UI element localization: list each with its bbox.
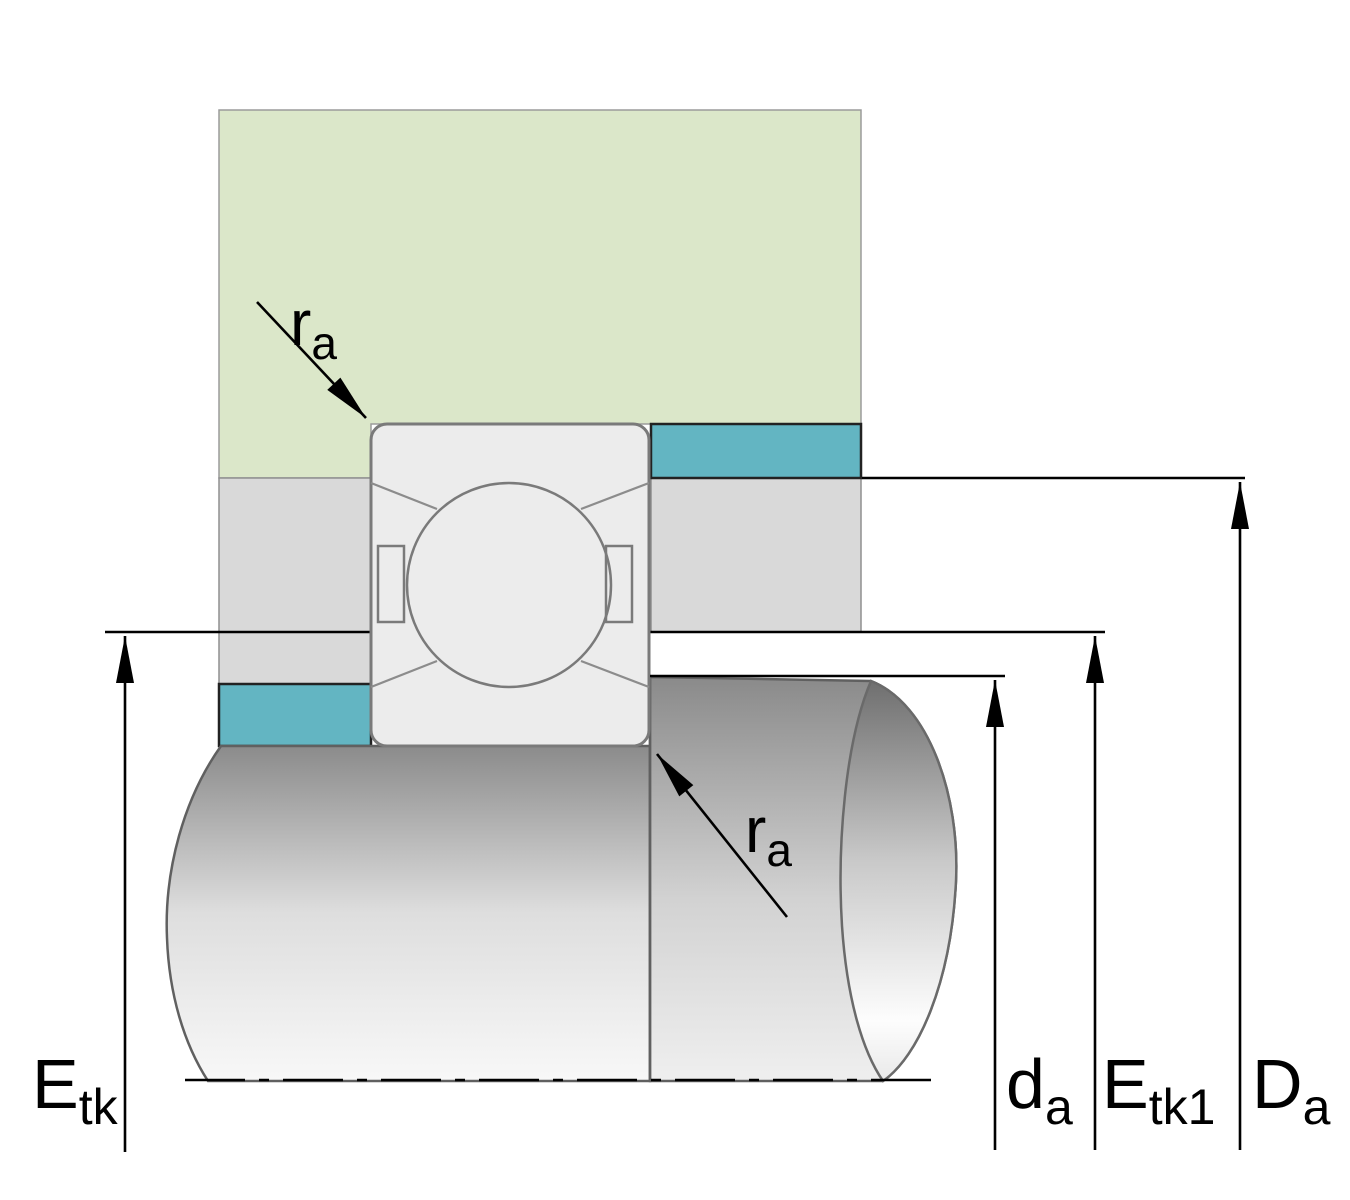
label-etk1-main: E [1102, 1045, 1149, 1123]
label-da-sub: a [1045, 1079, 1073, 1135]
bearing-raceway-line-bottom-right [580, 659, 650, 689]
label-etk1: Etk1 [1102, 1045, 1215, 1135]
label-ra-top-main: r [290, 287, 311, 359]
spacer-ring-right [649, 422, 863, 480]
leader-ra-top [256, 301, 367, 419]
shaft-seat-section [165, 744, 652, 1083]
label-Da-sub: a [1303, 1079, 1331, 1135]
shaft-shoulder-fillet-face [839, 679, 958, 1083]
label-ra-mid-sub: a [766, 824, 792, 876]
label-etk: Etk [32, 1045, 119, 1135]
bearing-raceway-line-top-right [580, 481, 650, 511]
housing-bore-right [650, 477, 862, 633]
bearing-cage-left [376, 544, 406, 624]
label-etk-main: E [32, 1045, 79, 1123]
label-etk-sub: tk [79, 1079, 119, 1135]
bearing-raceway-line-bottom-left [370, 659, 438, 689]
bearing-ball [405, 481, 613, 689]
spacer-ring-left [217, 682, 373, 748]
housing-bore-left [218, 477, 372, 685]
label-ra-mid: ra [745, 794, 792, 876]
label-ra-top: ra [290, 287, 337, 369]
bearing-cage-right [604, 544, 634, 624]
leader-ra-mid [655, 753, 789, 918]
label-etk1-sub: tk1 [1149, 1079, 1216, 1135]
label-ra-top-sub: a [311, 317, 337, 369]
bearing-raceway-line-top-left [370, 481, 438, 511]
label-Da: Da [1252, 1045, 1331, 1135]
label-Da-main: D [1252, 1045, 1303, 1123]
label-da-main: d [1006, 1045, 1045, 1123]
label-da: da [1006, 1045, 1073, 1135]
label-ra-mid-main: r [745, 794, 766, 866]
